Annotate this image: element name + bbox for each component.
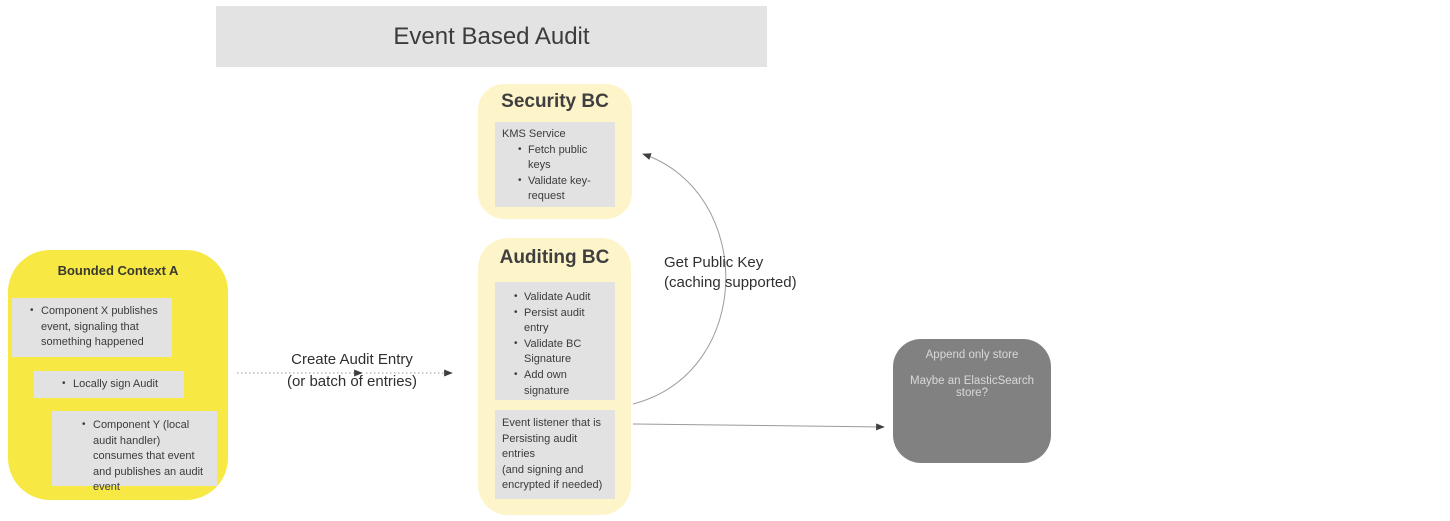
kms-bullet: Validate key-request [502, 174, 605, 205]
store-line2: Maybe an ElasticSearch store? [910, 375, 1035, 399]
get-public-key-label: Get Public Key (caching supported) [664, 254, 804, 291]
diagram-title-bar: Event Based Audit [216, 6, 767, 67]
create-audit-entry-label-line1: Create Audit Entry [291, 351, 413, 368]
bounded-context-a-title: Bounded Context A [57, 263, 179, 278]
locally-sign-note: Locally sign Audit [34, 371, 184, 398]
auditing-task: Validate Audit [502, 290, 607, 306]
get-public-key-label-line1: Get Public Key [664, 254, 764, 271]
bounded-context-a-box: Bounded Context A Component X publishes … [8, 250, 228, 500]
component-x-note: Component X publishes event, signaling t… [12, 298, 172, 357]
arrow-persist-to-store [632, 423, 885, 431]
auditing-tasks-panel: Validate Audit Persist audit entry Valid… [495, 282, 615, 400]
auditing-bc-box: Auditing BC Validate Audit Persist audit… [478, 238, 631, 515]
create-audit-entry-label-line2: (or batch of entries) [286, 373, 418, 390]
auditing-task: Validate BC Signature [502, 337, 607, 368]
create-audit-entry-label: Create Audit Entry (or batch of entries) [262, 351, 442, 390]
component-y-text: Component Y (local audit handler) consum… [80, 418, 213, 496]
get-public-key-label-line2: (caching supported) [664, 274, 797, 291]
auditing-tasks-bullet-list: Validate Audit Persist audit entry Valid… [502, 290, 607, 399]
component-x-text: Component X publishes event, signaling t… [28, 304, 166, 351]
auditing-task: Add own signature [502, 368, 607, 399]
kms-service-heading: KMS Service [502, 128, 566, 140]
component-y-note: Component Y (local audit handler) consum… [52, 411, 217, 493]
store-line1: Append only store [925, 349, 1019, 361]
kms-bullet: Fetch public keys [502, 143, 605, 174]
kms-service-panel: KMS Service Fetch public keys Validate k… [495, 122, 615, 207]
kms-service-bullet-list: Fetch public keys Validate key-request [502, 143, 605, 205]
locally-sign-text: Locally sign Audit [60, 377, 158, 393]
event-listener-panel: Event listener that is Persisting audit … [495, 410, 615, 499]
security-bc-box: Security BC KMS Service Fetch public key… [478, 84, 632, 219]
diagram-title: Event Based Audit [393, 22, 590, 50]
security-bc-title: Security BC [501, 91, 609, 112]
append-only-store-box: Append only store Maybe an ElasticSearch… [893, 339, 1051, 463]
auditing-bc-title: Auditing BC [499, 247, 610, 268]
auditing-task: Persist audit entry [502, 306, 607, 337]
